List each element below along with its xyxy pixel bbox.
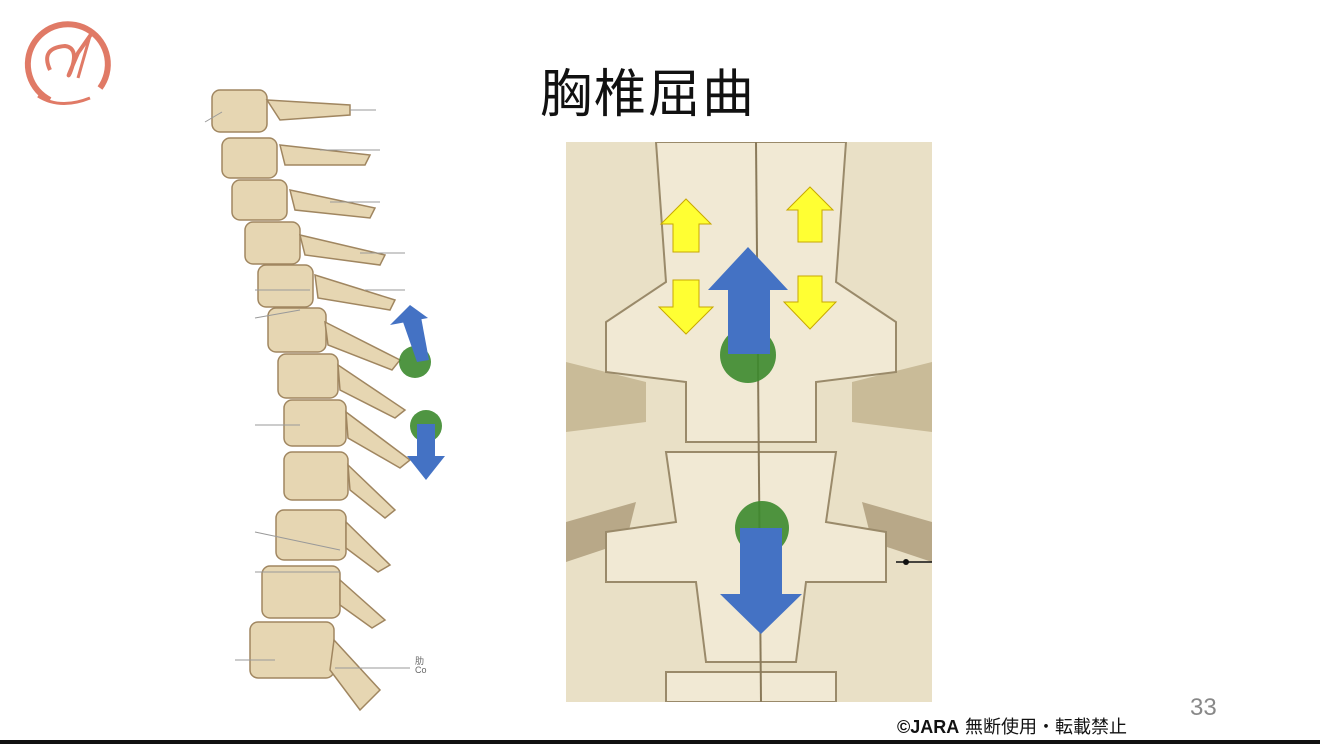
- yellow-arrow-up: [659, 198, 713, 253]
- spine-label: Co: [415, 665, 427, 675]
- blue-arrow-up: [708, 247, 788, 354]
- blue-arrow-down: [417, 424, 435, 456]
- spine-label: 肋: [415, 656, 425, 666]
- yellow-arrow-down: [657, 279, 715, 335]
- thoracic-spine-lateral-illustration: [204, 89, 445, 712]
- copyright-mark: ©JARA: [897, 717, 960, 737]
- bottom-divider: [0, 740, 1320, 744]
- vertebrae-posterior-closeup: [566, 142, 932, 702]
- blue-arrow-up-head: [390, 305, 428, 325]
- blue-arrow-down: [720, 528, 802, 634]
- copyright-note: 無断使用・転載禁止: [965, 717, 1128, 738]
- jara-logo: [24, 21, 111, 105]
- yellow-arrow-down: [782, 275, 838, 330]
- slide-title: 胸椎屈曲: [540, 65, 757, 125]
- page-number: 33: [1190, 694, 1217, 721]
- yellow-arrow-up: [785, 186, 835, 243]
- blue-arrow-up: [403, 317, 429, 362]
- copyright-notice: ©JARA 無断使用・転載禁止: [897, 713, 1127, 739]
